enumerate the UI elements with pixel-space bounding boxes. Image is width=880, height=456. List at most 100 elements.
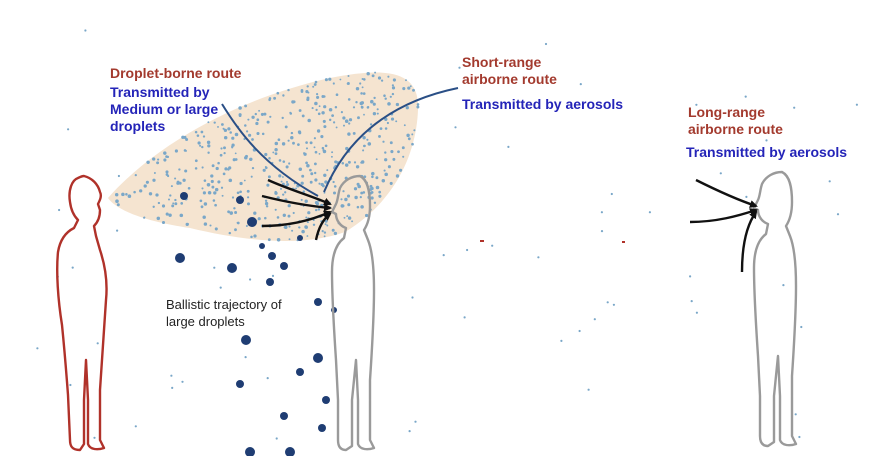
aerosol-particle: [374, 71, 377, 74]
large-droplet: [241, 335, 251, 345]
aerosol-particle: [273, 96, 277, 100]
aerosol-particle: [282, 160, 286, 163]
aerosol-particle: [347, 216, 352, 220]
aerosol-particle: [170, 374, 173, 377]
aerosol-particle: [223, 151, 226, 155]
aerosol-particle: [306, 221, 309, 224]
aerosol-particle: [695, 103, 698, 106]
droplet-route-title: Droplet-borne route: [110, 65, 241, 82]
aerosol-particle: [382, 140, 385, 143]
aerosol-particle: [174, 177, 177, 180]
aerosol-particle: [376, 108, 379, 111]
aerosol-particle: [339, 78, 342, 81]
aerosol-particle: [316, 93, 319, 96]
aerosol-particle: [317, 112, 321, 116]
aerosol-particle: [346, 194, 351, 198]
aerosol-particle: [254, 112, 257, 116]
aerosol-particle: [115, 199, 119, 203]
aerosol-particle: [689, 275, 692, 278]
aerosol-particle: [286, 183, 289, 186]
aerosol-particle: [342, 190, 345, 193]
large-droplet: [259, 243, 265, 249]
aerosol-particle: [199, 199, 203, 203]
aerosol-particle: [357, 184, 361, 189]
aerosol-particle: [243, 179, 246, 182]
aerosol-particle: [271, 274, 275, 277]
aerosol-particle: [363, 78, 366, 81]
aerosol-particle: [353, 161, 357, 164]
aerosol-particle: [229, 131, 232, 134]
aerosol-particle: [311, 107, 314, 110]
aerosol-particle: [305, 161, 308, 165]
aerosol-particle: [366, 138, 369, 141]
aerosol-particle: [303, 152, 306, 155]
aerosol-particle: [187, 186, 191, 190]
aerosol-particle: [260, 112, 264, 116]
large-droplet: [180, 192, 188, 200]
aerosol-particle: [479, 103, 482, 106]
aerosol-particle: [203, 222, 208, 226]
aerosol-particle: [458, 66, 461, 69]
aerosol-particle: [201, 187, 204, 190]
aerosol-particle: [648, 211, 652, 214]
aerosol-particle: [354, 195, 358, 200]
aerosol-particle: [347, 132, 351, 136]
large-droplet: [236, 380, 244, 388]
droplet-route-title-text: Droplet-borne route: [110, 65, 242, 81]
aerosol-particle: [343, 124, 345, 127]
aerosol-particle: [340, 204, 345, 208]
aerosol-particle: [316, 129, 321, 133]
aerosol-particle: [357, 116, 360, 120]
aerosol-particle: [247, 118, 250, 121]
aerosol-particle: [600, 211, 604, 214]
aerosol-particle: [335, 93, 339, 97]
aerosol-particle: [321, 95, 325, 98]
aerosol-particle: [197, 141, 201, 145]
aerosol-particle: [386, 121, 389, 125]
aerosol-particle: [321, 146, 325, 150]
aerosol-particle: [69, 383, 72, 387]
aerosol-particle: [794, 413, 797, 416]
aerosol-particle: [209, 224, 212, 227]
aerosol-particle: [282, 94, 285, 97]
aerosol-particle: [405, 106, 409, 110]
aerosol-particle: [139, 189, 143, 193]
aerosol-particle: [411, 296, 414, 299]
aerosol-particle: [172, 202, 175, 205]
aerosol-particle: [231, 146, 234, 149]
aerosol-particle: [355, 165, 360, 169]
aerosol-particle: [399, 168, 403, 172]
aerosol-particle: [220, 186, 224, 189]
aerosol-particle: [282, 213, 286, 217]
aerosol-particle: [233, 207, 236, 210]
aerosol-particle: [587, 388, 590, 391]
aerosol-particle: [301, 114, 305, 118]
aerosol-particle: [331, 151, 334, 154]
aerosol-particle: [347, 160, 351, 164]
long-range-transmission-text: Transmitted by aerosols: [686, 144, 847, 161]
aerosol-particle: [355, 86, 360, 91]
aerosol-particle: [178, 168, 181, 171]
aerosol-particle: [174, 149, 178, 153]
aerosol-particle: [416, 103, 420, 106]
aerosol-particle: [157, 158, 160, 161]
large-droplet: [266, 278, 274, 286]
aerosol-particle: [314, 208, 318, 212]
aerosol-particle: [236, 191, 240, 195]
aerosol-particle: [395, 102, 400, 107]
aerosol-particle: [412, 88, 415, 92]
aerosol-particle: [373, 96, 376, 100]
large-droplet: [175, 253, 185, 263]
aerosol-particle: [312, 223, 316, 227]
aerosol-particle: [264, 165, 267, 169]
aerosol-particle: [507, 145, 510, 148]
aerosol-particle: [537, 256, 540, 259]
aerosol-particle: [265, 205, 269, 208]
aerosol-particle: [363, 113, 365, 116]
aerosol-particle: [224, 167, 228, 171]
aerosol-particle: [377, 76, 382, 80]
aerosol-particle: [287, 88, 290, 92]
short-range-route-line: airborne route: [462, 71, 557, 87]
aerosol-particle: [215, 166, 219, 171]
